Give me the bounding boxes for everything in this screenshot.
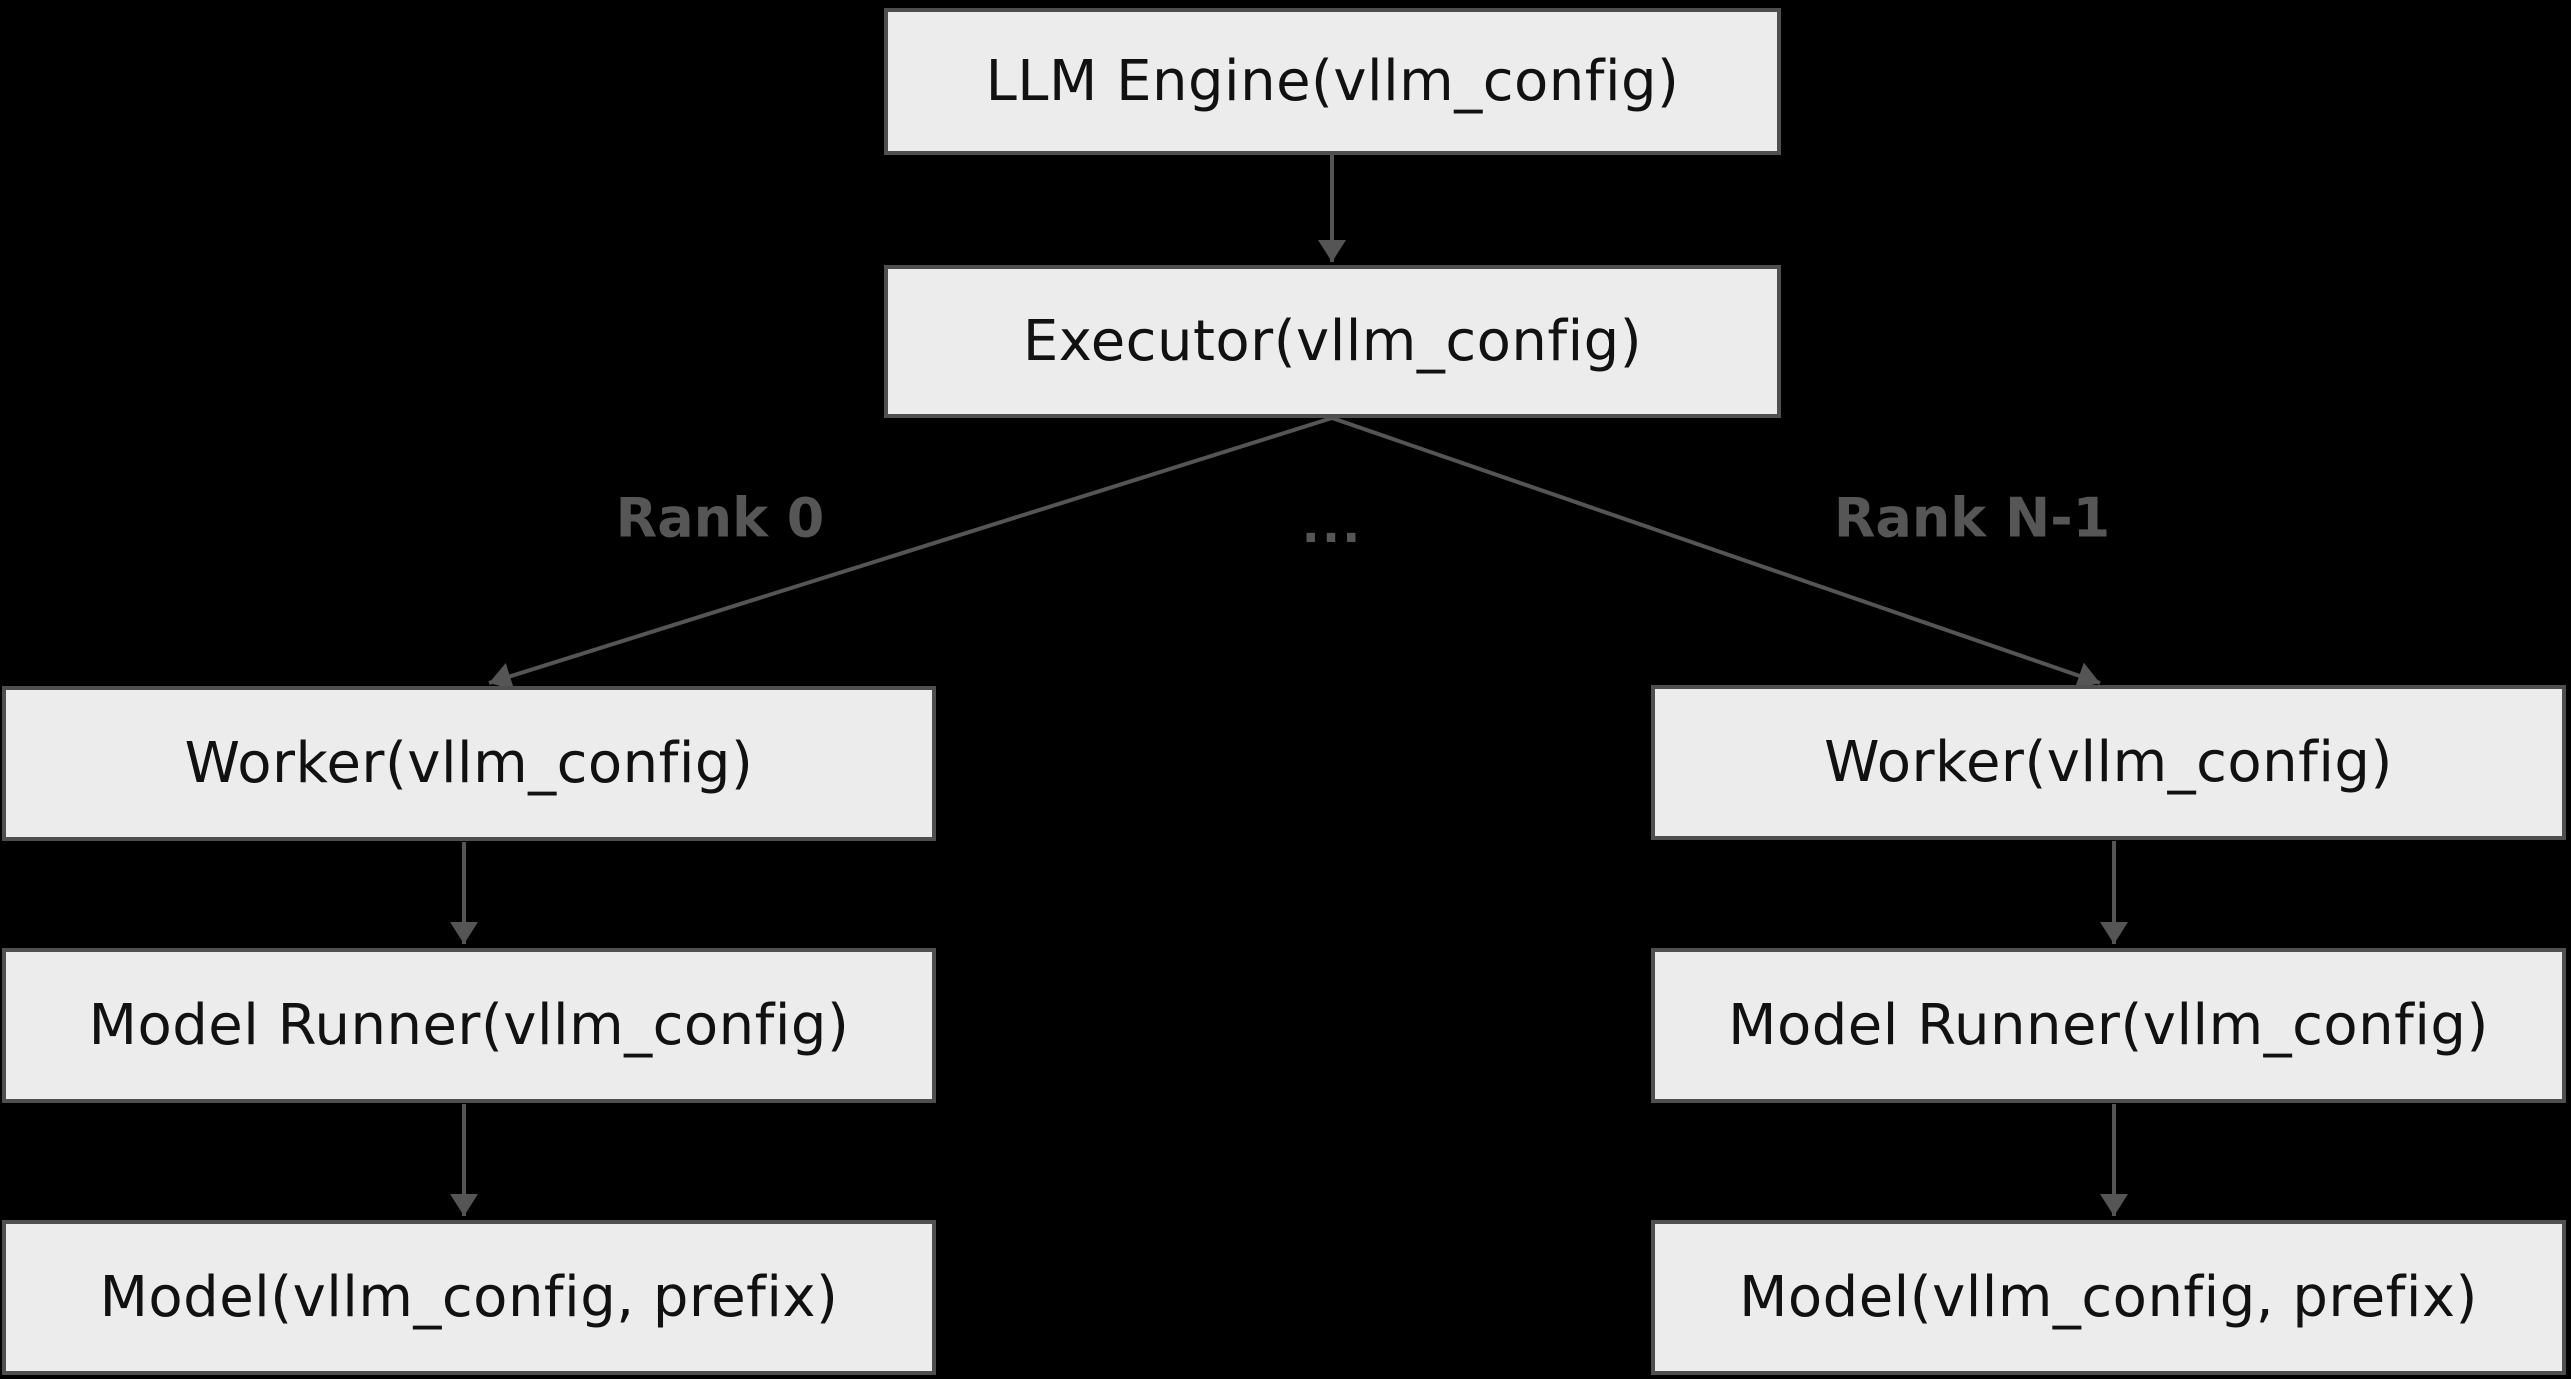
node-executor: Executor(vllm_config) — [884, 265, 1781, 418]
node-executor-label: Executor(vllm_config) — [1022, 309, 1643, 374]
node-worker-left: Worker(vllm_config) — [2, 686, 936, 841]
node-worker-right: Worker(vllm_config) — [1651, 685, 2566, 840]
node-worker-right-label: Worker(vllm_config) — [1824, 730, 2393, 795]
node-model-runner-right-label: Model Runner(vllm_config) — [1728, 993, 2489, 1058]
node-llm-engine: LLM Engine(vllm_config) — [884, 8, 1781, 155]
node-llm-engine-label: LLM Engine(vllm_config) — [985, 49, 1680, 114]
arrow-executor-to-worker-right — [1331, 416, 2101, 690]
node-model-right-label: Model(vllm_config, prefix) — [1739, 1265, 2478, 1330]
node-model-left: Model(vllm_config, prefix) — [2, 1220, 936, 1375]
edge-label-ellipsis: ... — [1301, 498, 1363, 554]
node-worker-left-label: Worker(vllm_config) — [184, 731, 754, 796]
node-model-left-label: Model(vllm_config, prefix) — [99, 1265, 839, 1330]
node-model-right: Model(vllm_config, prefix) — [1651, 1220, 2566, 1375]
edge-label-rank-0: Rank 0 — [615, 486, 825, 550]
arrow-executor-to-worker-left — [488, 416, 1333, 690]
node-model-runner-left: Model Runner(vllm_config) — [2, 948, 936, 1103]
node-model-runner-left-label: Model Runner(vllm_config) — [88, 993, 850, 1058]
node-model-runner-right: Model Runner(vllm_config) — [1651, 948, 2566, 1103]
edge-label-rank-n-minus-1: Rank N-1 — [1833, 486, 2111, 550]
